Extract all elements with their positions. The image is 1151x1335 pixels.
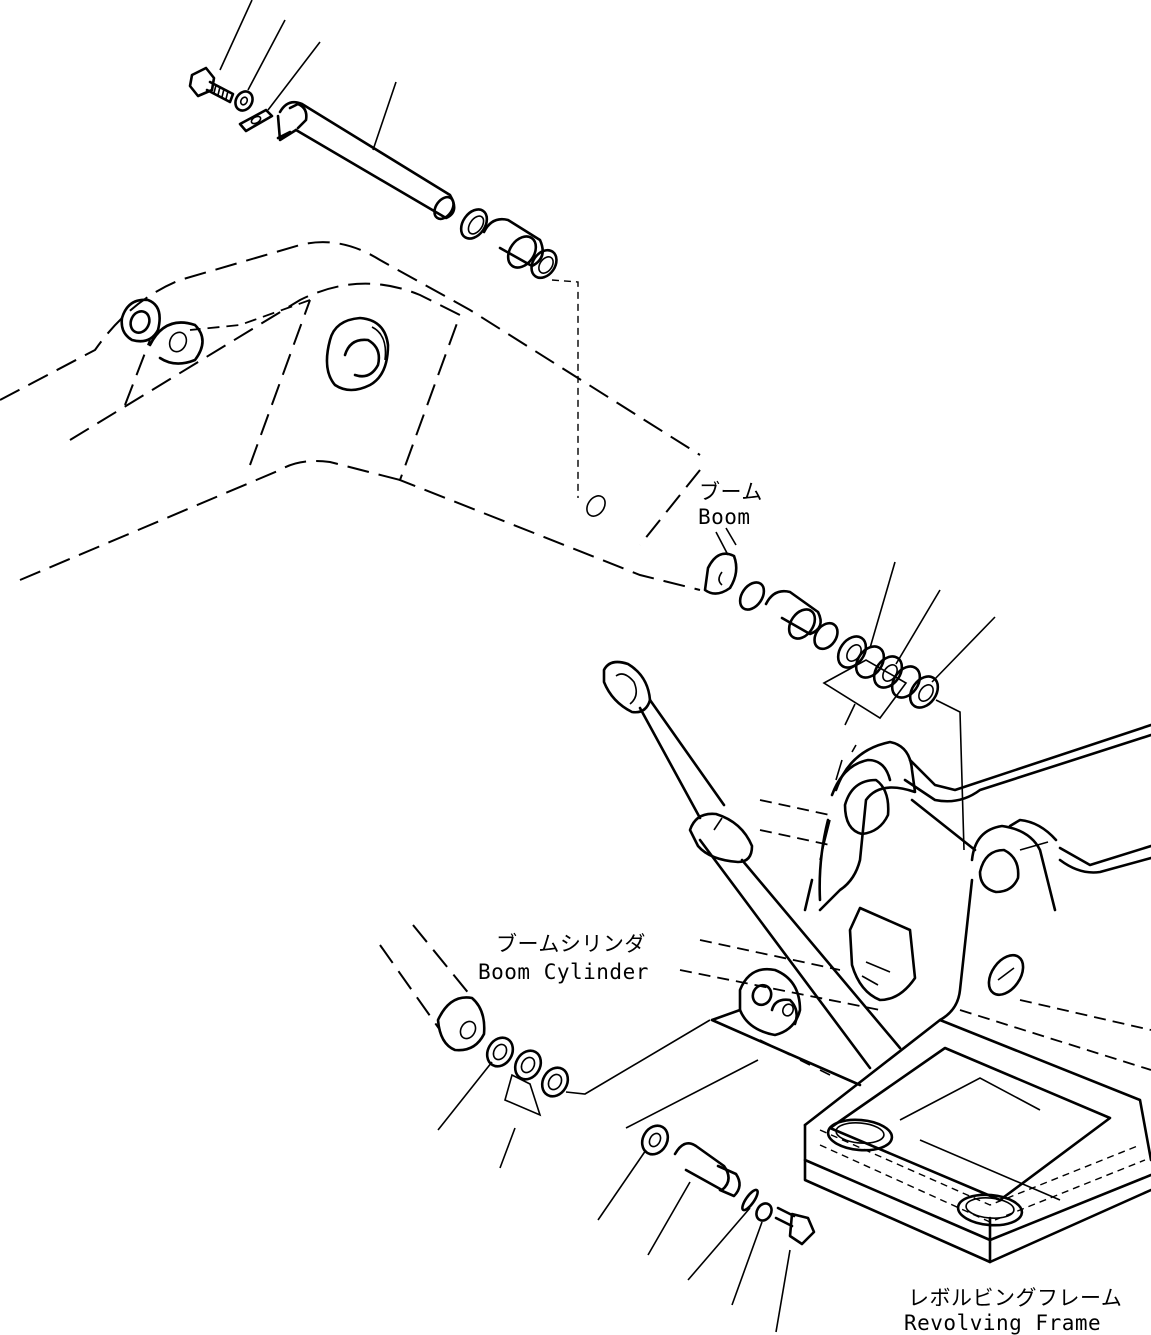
revolving-frame-label-jp: レボルビングフレーム <box>908 1286 1123 1310</box>
revolving-frame-label-en: Revolving Frame <box>904 1311 1102 1335</box>
boom-label-en: Boom <box>698 505 751 529</box>
foot-pin-assembly <box>703 531 996 851</box>
cylinder-foot-pin-assembly <box>379 924 816 1333</box>
boom-cylinder-bracket <box>325 316 390 392</box>
boom-outline <box>0 241 701 591</box>
boom-cylinder-label-en: Boom Cylinder <box>478 960 649 984</box>
top-pin-assembly <box>188 66 606 517</box>
revolving-frame <box>679 723 1151 1264</box>
boom-cylinder-label-jp: ブームシリンダ <box>496 932 646 956</box>
boom-label-jp: ブーム <box>699 480 763 504</box>
top-leader-lines <box>219 0 397 151</box>
boom-nose-bosses <box>120 298 204 365</box>
boom-cylinder <box>602 660 902 1070</box>
label-leaders <box>725 527 737 546</box>
